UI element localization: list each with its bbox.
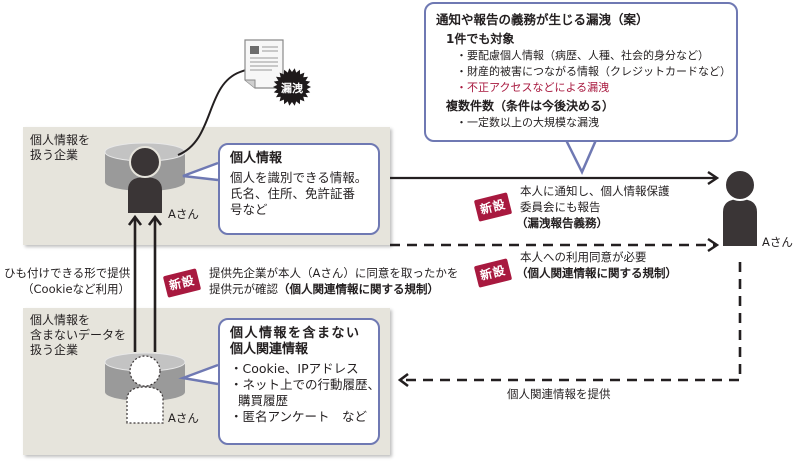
confirm-line2-bold: （個人関連情報に関する規制） bbox=[278, 282, 439, 296]
obligation-item: ・財産的被害につながる情報（クレジットカードなど） bbox=[456, 65, 731, 78]
top-company-label: 個人情報を 扱う企業 bbox=[30, 133, 91, 162]
linkable-line: （Cookieなど利用） bbox=[22, 282, 131, 296]
right-person-label: Aさん bbox=[762, 235, 793, 249]
confirm-line2: 提供元が確認（個人関連情報に関する規制） bbox=[209, 282, 439, 297]
related-info-item: ・匿名アンケート など bbox=[230, 409, 368, 424]
obligation-section2-heading: 複数件数（条件は今後決める） bbox=[446, 99, 615, 113]
top-person-label: Aさん bbox=[168, 207, 199, 221]
personal-info-line: 個人を識別できる情報。 bbox=[230, 170, 368, 185]
confirm-line1: 提供先企業が本人（Aさん）に同意を取ったかを bbox=[209, 266, 459, 280]
personal-info-line: 号など bbox=[230, 202, 268, 217]
leak-burst-icon bbox=[273, 68, 311, 106]
leak-burst-label: 漏洩 bbox=[281, 82, 303, 95]
obligation-callout-tail bbox=[564, 139, 598, 175]
obligation-title: 通知や報告の義務が生じる漏洩（案） bbox=[436, 12, 649, 27]
notify-line: 本人に通知し、個人情報保護 bbox=[520, 184, 670, 198]
related-info-callout: 個人情報を含まない 個人関連情報 ・Cookie、IPアドレス ・ネット上での行… bbox=[218, 318, 380, 445]
bottom-company-label: 個人情報を 含まないデータを 扱う企業 bbox=[30, 313, 127, 357]
bottom-person-label: Aさん bbox=[168, 411, 199, 425]
obligation-section1-heading: 1件でも対象 bbox=[446, 32, 515, 46]
consent-line: （個人関連情報に関する規制） bbox=[516, 266, 677, 280]
related-info-title: 個人情報を含まない bbox=[230, 326, 361, 341]
related-info-title: 個人関連情報 bbox=[230, 342, 309, 357]
linkable-line: ひも付けできる形で提供 bbox=[4, 266, 131, 280]
personal-info-callout: 個人情報 個人を識別できる情報。 氏名、住所、免許証番 号など bbox=[218, 143, 380, 235]
obligation-item: ・要配慮個人情報（病歴、人種、社会的身分など） bbox=[456, 49, 709, 62]
related-info-item: ・Cookie、IPアドレス bbox=[230, 361, 359, 376]
notify-line: （漏洩報告義務） bbox=[516, 216, 608, 230]
top-person-icon bbox=[128, 146, 162, 213]
related-info-item: ・ネット上での行動履歴、 bbox=[230, 377, 381, 392]
personal-info-line: 氏名、住所、免許証番 bbox=[230, 186, 356, 201]
notify-line: 委員会にも報告 bbox=[520, 200, 601, 214]
personal-info-title: 個人情報 bbox=[230, 151, 283, 166]
top-callout-tail bbox=[182, 161, 219, 182]
consent-line: 本人への利用同意が必要 bbox=[520, 250, 647, 264]
obligation-item: ・一定数以上の大規模な漏洩 bbox=[456, 116, 599, 129]
leaked-document-icon bbox=[244, 39, 284, 89]
bottom-callout-tail bbox=[178, 363, 219, 386]
provide-related-arrow bbox=[405, 262, 742, 382]
confirm-line2-prefix: 提供元が確認 bbox=[209, 282, 278, 296]
related-info-item: 購買履歴 bbox=[230, 393, 288, 408]
obligation-callout: 通知や報告の義務が生じる漏洩（案） 1件でも対象 ・要配慮個人情報（病歴、人種、… bbox=[424, 2, 738, 142]
right-person-icon bbox=[723, 169, 757, 246]
provide-related-label: 個人関連情報を提供 bbox=[507, 387, 611, 401]
bottom-person-dashed-icon bbox=[126, 355, 164, 424]
linkable-provide-arrows bbox=[127, 214, 163, 352]
obligation-item-highlight: ・不正アクセスなどによる漏洩 bbox=[456, 81, 610, 94]
